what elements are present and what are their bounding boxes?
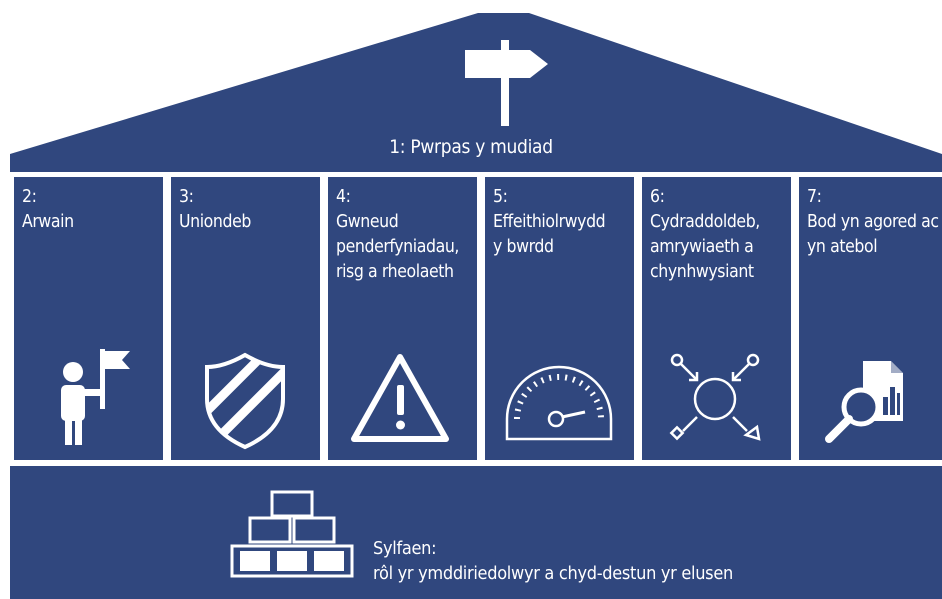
pillar-title: Cydraddoldeb, amrywiaeth a chynhwysiant <box>650 212 760 282</box>
foundation: Sylfaen: rôl yr ymddiriedolwyr a chyd-de… <box>10 466 942 599</box>
roof-label: 1: Pwrpas y mudiad <box>389 136 553 158</box>
pillar-6: 6: Cydraddoldeb, amrywiaeth a chynhwysia… <box>642 177 791 460</box>
pillar-title: Uniondeb <box>179 212 251 232</box>
magnifier-report-icon <box>825 361 903 443</box>
pillar-number: 7: <box>807 187 822 207</box>
pillar-7: 7: Bod yn agored ac yn atebol <box>799 177 942 460</box>
foundation-heading: Sylfaen: <box>373 538 437 559</box>
shield-icon <box>205 352 285 450</box>
foundation-description: rôl yr ymddiriedolwyr a chyd-destun yr e… <box>373 563 733 584</box>
pillar-5: 5: Effeithiolrwydd y bwrdd <box>485 177 634 460</box>
warning-triangle-icon <box>351 354 449 442</box>
gauge-icon <box>505 365 613 441</box>
pillar-number: 5: <box>493 187 508 207</box>
pillar-number: 6: <box>650 187 665 207</box>
signpost-icon <box>465 40 548 126</box>
pillar-2: 2: Arwain <box>14 177 163 460</box>
pillar-4: 4: Gwneud penderfyniadau, risg a rheolae… <box>328 177 477 460</box>
leader-flag-icon <box>61 349 130 445</box>
roof <box>10 13 942 172</box>
pillar-title: Gwneud penderfyniadau, risg a rheolaeth <box>336 212 459 282</box>
pillar-title: Bod yn agored ac yn atebol <box>807 212 939 257</box>
diversity-arrows-icon <box>669 353 761 441</box>
pillar-number: 2: <box>22 187 37 207</box>
building-blocks-icon <box>230 490 354 578</box>
pillar-title: Arwain <box>22 212 74 232</box>
foundation-text: Sylfaen: rôl yr ymddiriedolwyr a chyd-de… <box>373 536 733 586</box>
pillar-title: Effeithiolrwydd y bwrdd <box>493 212 606 257</box>
pillar-3: 3: Uniondeb <box>171 177 320 460</box>
pillar-number: 3: <box>179 187 194 207</box>
pillar-number: 4: <box>336 187 351 207</box>
